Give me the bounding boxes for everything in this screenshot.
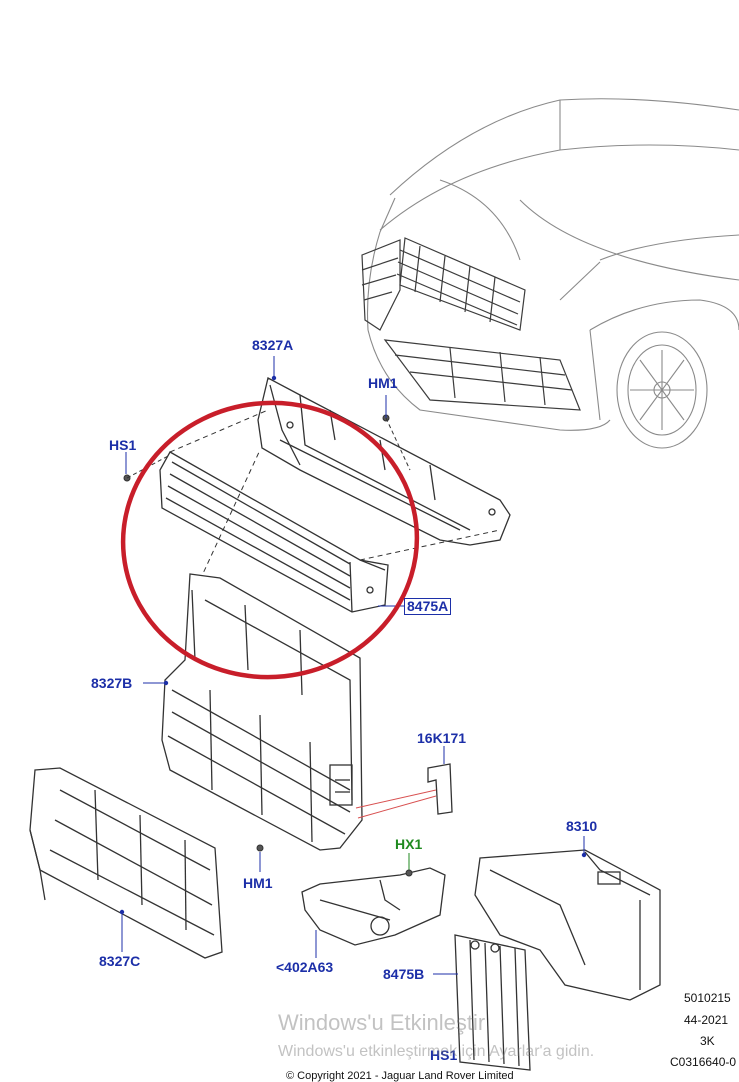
callout-16k171: 16K171 bbox=[417, 730, 466, 746]
callout-8310: 8310 bbox=[566, 818, 597, 834]
callout-8327c: 8327C bbox=[99, 953, 140, 969]
reference-line-4: C0316640-0 bbox=[670, 1055, 736, 1069]
reference-line-1: 5010215 bbox=[684, 991, 731, 1005]
vehicle-front-illustration bbox=[368, 99, 739, 431]
callout-8475b: 8475B bbox=[383, 966, 424, 982]
leader-dot-8327c bbox=[120, 910, 124, 914]
part-402a63-duct bbox=[302, 868, 445, 945]
leader-dot-8310 bbox=[582, 853, 586, 857]
callout-8327b: 8327B bbox=[91, 675, 132, 691]
callout-402a63: <402A63 bbox=[276, 959, 333, 975]
callout-8327a: 8327A bbox=[252, 337, 293, 353]
callout-hm1-bottom: HM1 bbox=[243, 875, 273, 891]
fastener-hm1-bottom bbox=[257, 845, 263, 872]
callout-hx1: HX1 bbox=[395, 836, 422, 852]
part-16k171-bracket bbox=[428, 764, 452, 814]
callout-hm1-top: HM1 bbox=[368, 375, 398, 391]
callout-hs1-left: HS1 bbox=[109, 437, 136, 453]
part-8327c-lower-deflector bbox=[30, 768, 222, 958]
fastener-hx1 bbox=[406, 853, 412, 876]
copyright-notice: © Copyright 2021 - Jaguar Land Rover Lim… bbox=[286, 1070, 514, 1082]
activation-watermark-subtitle: Windows'u etkinleştirmek için Ayarlar'a … bbox=[278, 1043, 594, 1061]
leader-dot-8327b bbox=[164, 681, 168, 685]
callout-8475a: 8475A bbox=[404, 598, 451, 615]
activation-watermark-title: Windows'u Etkinleştir bbox=[278, 1010, 485, 1036]
vehicle-wheel bbox=[617, 332, 707, 448]
reference-line-3: 3K bbox=[700, 1034, 715, 1048]
reference-line-2: 44-2021 bbox=[684, 1013, 728, 1027]
leader-lines-red bbox=[356, 790, 436, 818]
leader-dot-8327a bbox=[272, 376, 276, 380]
part-8327b-frame bbox=[162, 574, 362, 850]
